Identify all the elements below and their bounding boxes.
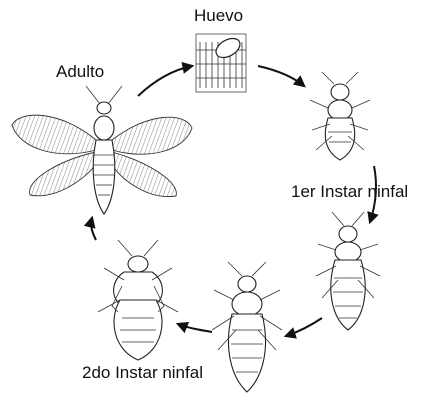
second-instar-nymph (212, 262, 282, 392)
adult-insect (12, 86, 192, 214)
arrow-late-to-second-instar (286, 318, 322, 336)
arrow-adult-to-egg (138, 66, 192, 96)
arrow-wing-pad-nymph-to-adult (91, 218, 96, 240)
second-instar-label: 2do Instar ninfal (82, 363, 203, 382)
late-nymph-wing-pads (98, 240, 178, 360)
arrow-second-to-wing-pad-nymph (178, 324, 212, 332)
first-instar-nymph (310, 72, 370, 160)
late-first-instar-nymph (316, 212, 380, 330)
first-instar-label: 1er Instar ninfal (291, 182, 408, 201)
arrow-egg-to-first-instar (258, 66, 304, 86)
adult-label: Adulto (56, 62, 104, 81)
egg-illustration (196, 34, 246, 92)
egg-label: Huevo (194, 6, 243, 25)
